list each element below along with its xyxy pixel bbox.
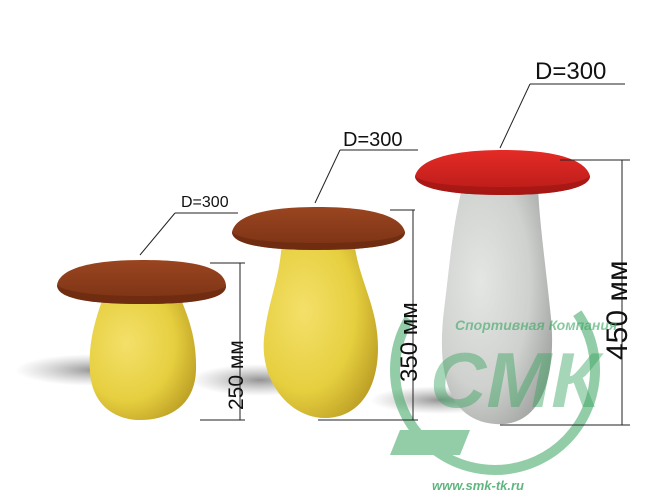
height-label-small: 250 мм (225, 340, 248, 410)
diameter-label-small: D=300 (181, 194, 229, 211)
height-label-large: 450 мм (601, 260, 634, 360)
cap-medium (232, 207, 405, 250)
stem-small (89, 292, 197, 420)
watermark-url: www.smk-tk.ru (432, 478, 524, 493)
diameter-label-medium: D=300 (343, 129, 403, 151)
diameter-label-large: D=300 (535, 58, 607, 85)
stem-medium (263, 240, 378, 418)
cap-large (415, 150, 590, 195)
watermark-logo-text: СМК (430, 336, 600, 424)
mushroom-medium (232, 207, 405, 418)
dimension-small (139, 212, 245, 421)
cap-small (57, 260, 226, 304)
mushroom-large (415, 150, 590, 425)
height-label-medium: 350 мм (396, 302, 423, 382)
watermark-company: Спортивная Компания (455, 317, 618, 333)
mushroom-small (57, 260, 226, 420)
stem-large (441, 188, 553, 425)
dimension-medium (314, 149, 418, 421)
dimension-large (499, 83, 630, 426)
